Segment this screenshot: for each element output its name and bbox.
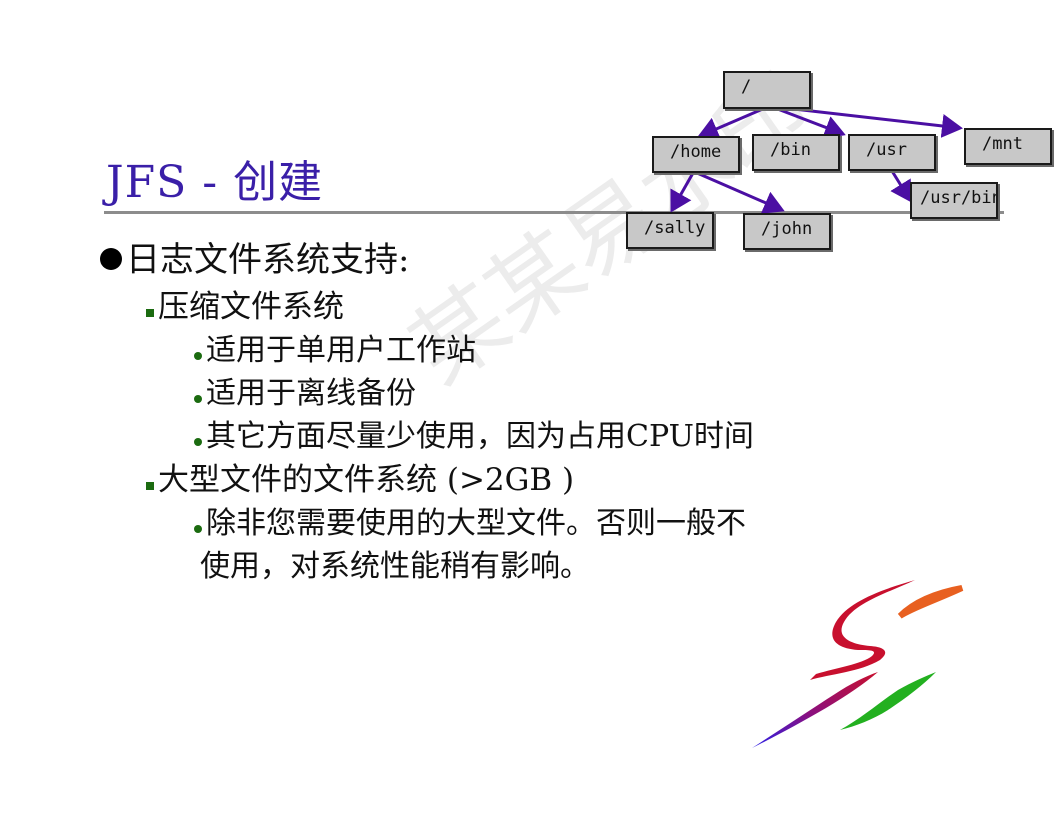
bullet-continuation: 使用，对系统性能稍有影响。 [200,541,590,585]
tree-node-mnt: /mnt [964,128,1052,165]
edge-usr-usrbin [890,170,912,203]
dot-bullet-icon [194,352,202,360]
bullet-text: 除非您需要使用的大型文件。否则一般不 [206,506,746,541]
tree-node-bin: /bin [752,134,840,171]
swoosh-logo-icon [752,580,964,748]
round-bullet-icon [100,248,122,270]
square-bullet-icon [146,308,154,317]
tree-node-home: /home [652,136,740,173]
edge-root-usr [774,106,846,139]
bullet-text: 适用于离线备份 [206,376,416,411]
bullet-item: 其它方面尽量少使用，因为占用CPU时间 [194,411,754,455]
dot-bullet-icon [194,438,202,446]
slide-title: JFS - 创建 [106,157,324,208]
tree-node-john: /john [743,213,831,250]
bullet-text: 适用于单用户工作站 [206,333,476,368]
dot-bullet-icon [194,525,202,533]
tree-node-sally: /sally [626,212,714,249]
dot-bullet-icon [194,395,202,403]
bullet-item: 日志文件系统支持: [100,232,409,281]
square-bullet-icon [146,481,154,490]
tree-node-root: / [723,71,811,109]
tree-node-usr: /usr [848,134,936,171]
bullet-text: 日志文件系统支持: [126,240,410,280]
title-divider [104,211,1004,214]
edge-home-john [696,171,785,214]
bullet-item: 大型文件的文件系统 (>2GB ) [146,454,574,499]
tree-node-usr-bin: /usr/bin [910,182,998,219]
bullet-item: 压缩文件系统 [146,281,344,326]
edge-home-sally [670,172,695,213]
bullet-text: 其它方面尽量少使用，因为占用CPU时间 [206,419,754,454]
bullet-text: 使用，对系统性能稍有影响。 [200,549,590,584]
bullet-text: 压缩文件系统 [158,289,344,325]
bullet-item: 适用于离线备份 [194,368,416,412]
edge-root-mnt [784,106,963,138]
bullet-text: 大型文件的文件系统 (>2GB ) [158,462,575,498]
edge-root-home [697,106,766,140]
bullet-item: 除非您需要使用的大型文件。否则一般不 [194,498,746,542]
bullet-item: 适用于单用户工作站 [194,325,476,369]
